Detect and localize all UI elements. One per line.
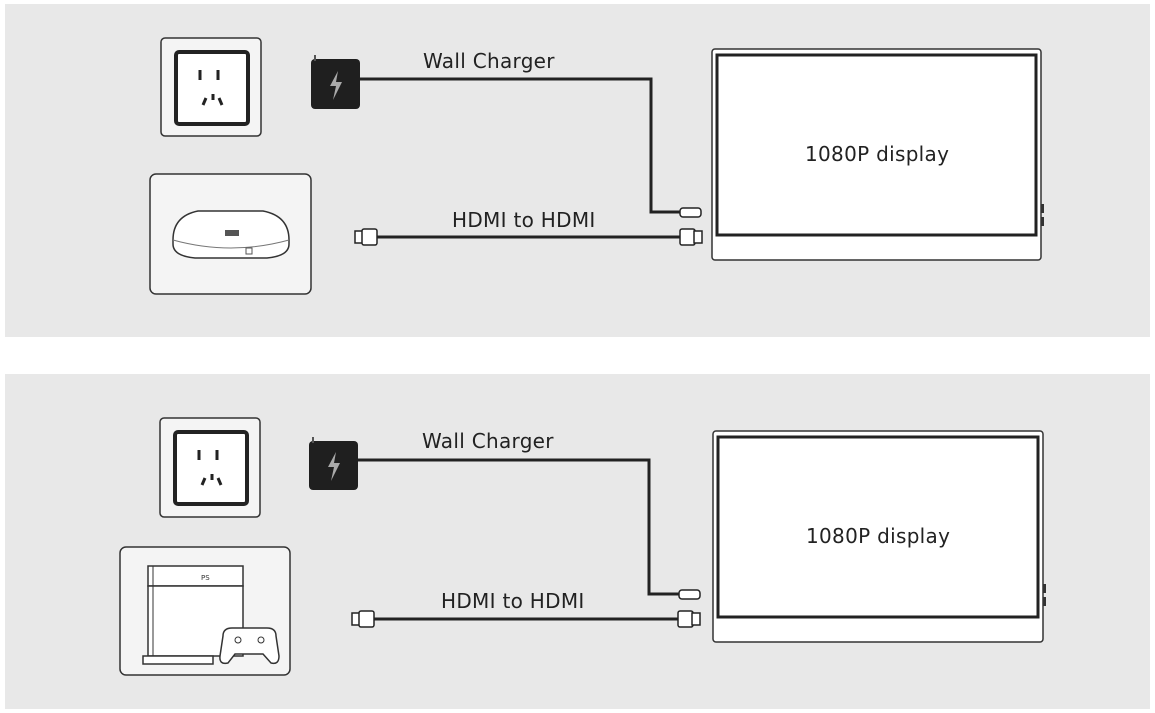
game-console-icon: PS (119, 546, 291, 676)
wall-charger-icon (311, 55, 360, 109)
charger-cable (360, 77, 680, 214)
hdmi-cable (351, 610, 701, 628)
diagram-graphics: PS (119, 417, 1046, 676)
display-label: 1080P display (806, 524, 951, 548)
hdmi-cable-label: HDMI to HDMI (441, 589, 585, 613)
tv-box-icon (149, 173, 312, 295)
portable-monitor-icon (712, 430, 1046, 643)
portable-monitor-icon (711, 48, 1044, 261)
charger-cable (358, 458, 679, 596)
wall-charger-icon (309, 437, 358, 490)
charger-label: Wall Charger (423, 49, 555, 73)
svg-text:PS: PS (201, 574, 210, 582)
charger-label: Wall Charger (422, 429, 554, 453)
game-console-connection-diagram: PS Wall Charger HDMI to HDMI 1080P displ… (5, 374, 1150, 709)
tv-box-connection-diagram: Wall Charger HDMI to HDMI 1080P display (5, 4, 1150, 337)
wall-outlet-icon (159, 417, 261, 518)
diagram-graphics (149, 37, 1044, 295)
hdmi-cable (354, 228, 703, 246)
usb-c-connector-icon (678, 589, 701, 600)
display-label: 1080P display (805, 142, 950, 166)
hdmi-cable-label: HDMI to HDMI (452, 208, 596, 232)
wall-outlet-icon (160, 37, 262, 137)
usb-c-connector-icon (679, 207, 702, 218)
